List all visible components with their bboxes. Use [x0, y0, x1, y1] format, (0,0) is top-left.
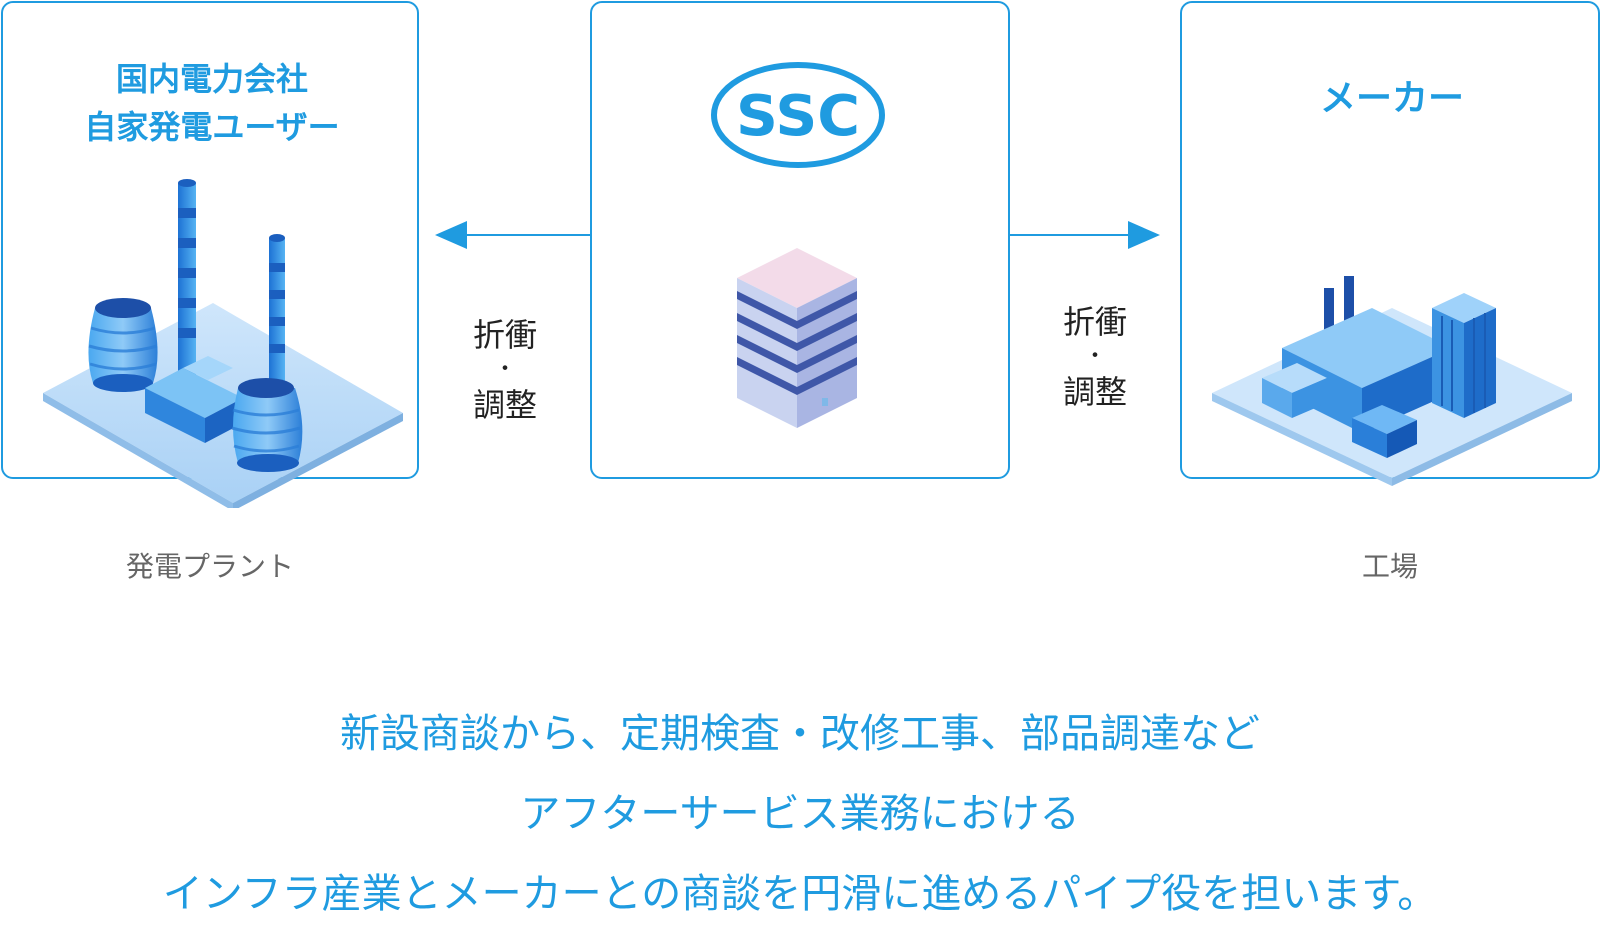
- ssc-box: SSC: [590, 1, 1010, 479]
- power-plant-caption: 発電プラント: [125, 550, 294, 583]
- label-bottom: 調整: [472, 386, 537, 424]
- power-plant-illustration: [43, 179, 403, 508]
- title-line-1: 国内電力会社: [115, 60, 308, 98]
- factory-caption: 工場: [1361, 550, 1418, 583]
- negotiation-label-right: 折衝 ・ 調整: [1050, 302, 1140, 412]
- arrow-right-icon: [1010, 221, 1160, 249]
- label-top: 折衝: [1062, 303, 1127, 341]
- arrow-left-icon: [435, 221, 590, 249]
- label-dot: ・: [493, 357, 516, 382]
- description-line-1: 新設商談から、定期検査・改修工事、部品調達など: [340, 711, 1260, 757]
- label-top: 折衝: [472, 316, 537, 354]
- description-line-3: インフラ産業とメーカーとの商談を円滑に進めるパイプ役を担います。: [162, 871, 1438, 917]
- office-building-illustration: [737, 248, 857, 428]
- maker-title: メーカー: [1319, 78, 1464, 119]
- label-dot: ・: [1083, 344, 1106, 369]
- factory-illustration: [1212, 276, 1572, 486]
- ssc-logo: SSC: [711, 62, 885, 168]
- maker-box: メーカー: [1180, 1, 1600, 486]
- title-line-2: 自家発電ユーザー: [84, 108, 340, 146]
- negotiation-label-left: 折衝 ・ 調整: [460, 315, 550, 425]
- description-line-2: アフターサービス業務における: [520, 791, 1080, 837]
- label-bottom: 調整: [1062, 373, 1127, 411]
- power-company-box: 国内電力会社 自家発電ユーザー: [1, 1, 421, 508]
- ssc-logo-text: SSC: [736, 84, 860, 149]
- power-company-title: 国内電力会社 自家発電ユーザー: [3, 55, 421, 151]
